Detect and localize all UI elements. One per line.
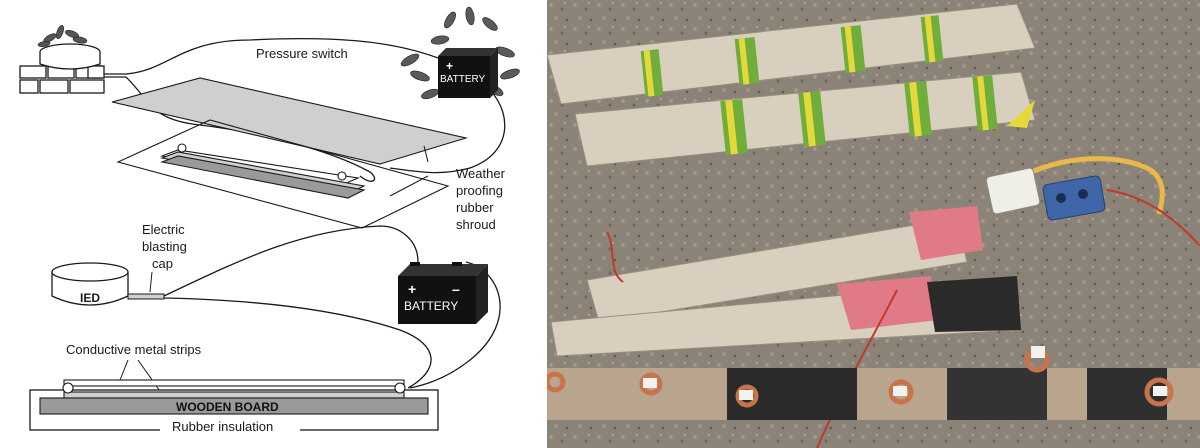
- plant-icon-left: [37, 25, 88, 47]
- label-conductive-strips: Conductive metal strips: [66, 342, 202, 357]
- top-wire-c: [389, 79, 506, 174]
- label-pressure-switch: Pressure switch: [256, 46, 348, 61]
- label-weather-1: Weather: [456, 166, 506, 181]
- shroud-lower-plane: [116, 119, 450, 229]
- ied-pressure-switch-diagram: Pressure switch + BATTERY: [19, 6, 520, 434]
- label-weather-3: rubber: [456, 200, 494, 215]
- red-wire-right: [1106, 189, 1200, 247]
- white-tags: [643, 346, 1167, 400]
- battery-top-label: BATTERY: [440, 74, 486, 85]
- battery-bottom-icon: [398, 262, 488, 324]
- rubber-shroud: [111, 77, 469, 165]
- pointer-shroud-b: [389, 175, 429, 197]
- yellow-wire: [1015, 156, 1165, 215]
- pointer-shroud-a: [423, 145, 429, 163]
- pointer-cap: [149, 271, 153, 293]
- charge-tube-4: [550, 276, 1021, 357]
- battery-wire-to-board: [409, 261, 501, 389]
- charge-tube-2: [574, 71, 1036, 167]
- label-rubber-insulation: Rubber insulation: [172, 419, 273, 434]
- ied-drum: [51, 262, 129, 306]
- cap-wire-to-battery: [163, 225, 419, 297]
- plant-icon-right: [400, 6, 520, 100]
- battery-top-plus: +: [446, 59, 453, 73]
- top-wire-a: [125, 37, 439, 75]
- battery-bottom-minus: –: [452, 281, 460, 297]
- battery-bottom-plus: +: [408, 281, 416, 297]
- white-switch-box: [985, 167, 1041, 215]
- blasting-cap: [127, 293, 165, 300]
- spacer-right: [394, 382, 406, 394]
- conductive-strip-top: [63, 379, 405, 387]
- ied-field-photo: [547, 0, 1200, 448]
- label-weather-2: proofing: [456, 183, 503, 198]
- charge-tube-3: [586, 206, 983, 323]
- conductive-strip-bottom: [63, 391, 405, 399]
- battery-bottom-label: BATTERY: [404, 299, 458, 313]
- copper-coils: [547, 347, 1174, 408]
- label-cap-3: cap: [152, 256, 173, 271]
- red-wire-mid: [816, 289, 898, 448]
- battery-clip: [1042, 175, 1106, 221]
- label-cap-1: Electric: [142, 222, 185, 237]
- label-weather-4: shroud: [456, 217, 496, 232]
- spacer-left: [62, 382, 74, 394]
- label-wooden-board: WOODEN BOARD: [176, 400, 279, 414]
- cap-wire-to-board: [163, 297, 432, 389]
- charge-tube-1: [547, 3, 1036, 105]
- bricks-with-charge: [19, 43, 105, 94]
- label-ied: IED: [80, 291, 100, 305]
- wooden-board: [39, 397, 429, 415]
- red-wire-left: [606, 231, 624, 283]
- pointer-strip-a: [119, 359, 129, 381]
- label-cap-2: blasting: [142, 239, 187, 254]
- pressure-plate: [159, 143, 366, 199]
- battery-top-icon: [438, 48, 498, 98]
- pointer-strip-b: [137, 359, 163, 395]
